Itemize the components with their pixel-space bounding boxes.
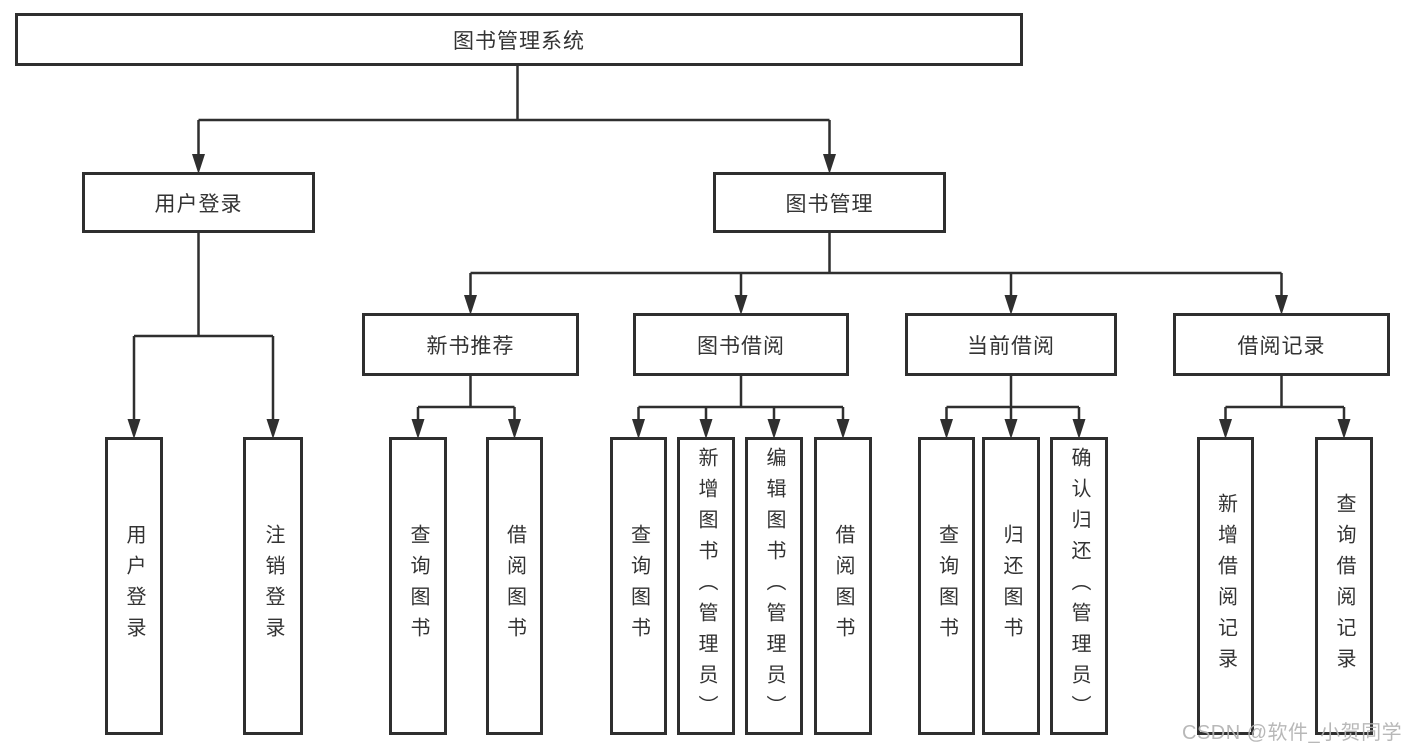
leaf-logout: 注销登录 <box>243 437 303 735</box>
node-user-login: 用户登录 <box>82 172 315 233</box>
leaf-newbook-borrow: 借阅图书 <box>486 437 543 735</box>
node-current-borrow: 当前借阅 <box>905 313 1117 376</box>
connector-path <box>132 66 1346 423</box>
leaf-borrow-edit-admin: 编辑图书（管理员） <box>745 437 803 735</box>
csdn-watermark: CSDN @软件_小贺同学 <box>1182 722 1403 744</box>
leaf-current-return: 归还图书 <box>982 437 1040 735</box>
node-root-system: 图书管理系统 <box>15 13 1023 66</box>
leaf-records-query: 查询借阅记录 <box>1315 437 1373 735</box>
leaf-borrow-borrow: 借阅图书 <box>814 437 872 735</box>
leaf-newbook-query: 查询图书 <box>389 437 447 735</box>
node-book-management: 图书管理 <box>713 172 946 233</box>
leaf-records-add: 新增借阅记录 <box>1197 437 1254 735</box>
leaf-borrow-add-admin: 新增图书（管理员） <box>677 437 735 735</box>
leaf-user-login: 用户登录 <box>105 437 163 735</box>
node-new-book-recommend: 新书推荐 <box>362 313 579 376</box>
node-borrow-records: 借阅记录 <box>1173 313 1390 376</box>
leaf-current-confirm-admin: 确认归还（管理员） <box>1050 437 1108 735</box>
arrowheads <box>127 154 1351 439</box>
leaf-current-query: 查询图书 <box>918 437 975 735</box>
node-book-borrow: 图书借阅 <box>633 313 849 376</box>
leaf-borrow-query: 查询图书 <box>610 437 667 735</box>
